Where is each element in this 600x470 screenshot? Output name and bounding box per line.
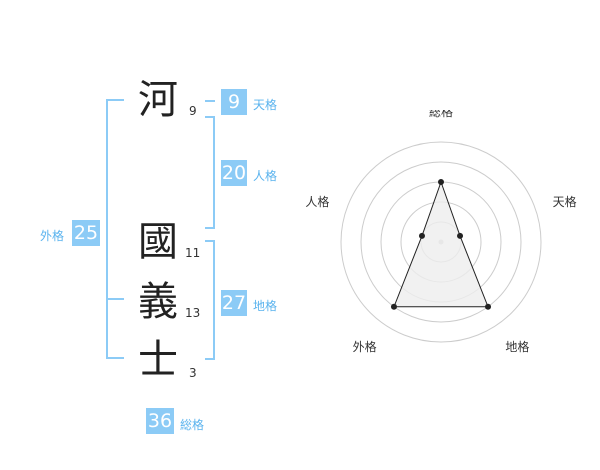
tenkaku-label: 天格 [253, 98, 278, 112]
radar-point [418, 232, 425, 239]
jinkaku-bracket [205, 116, 215, 229]
chikaku-label: 地格 [253, 299, 278, 313]
radar-ring [360, 161, 522, 323]
radar-axis-label: 総格 [429, 110, 453, 119]
radar-polygon-group [390, 179, 492, 310]
stroke-count-4: 3 [189, 366, 197, 380]
radar-point [438, 179, 444, 185]
gaikaku-bracket-mid [106, 298, 124, 300]
tenkaku-value: 9 [221, 89, 247, 115]
gaikaku-bracket [106, 99, 124, 359]
chikaku-value: 27 [221, 290, 247, 316]
radar-ring [340, 141, 542, 343]
radar-axis-label: 外格 [353, 339, 377, 354]
gaikaku-value: 25 [72, 220, 100, 246]
radar-axis-label: 地格 [505, 339, 529, 354]
jinkaku-value: 20 [221, 160, 247, 186]
name-char-1: 河 [138, 77, 178, 123]
gaikaku-label: 外格 [40, 229, 65, 243]
stroke-count-3: 13 [185, 306, 201, 320]
jinkaku-label: 人格 [253, 169, 278, 183]
soukaku-value: 36 [146, 408, 174, 434]
radar-point [457, 232, 464, 239]
soukaku-label: 総格 [180, 418, 205, 432]
name-char-4: 士 [138, 337, 178, 383]
tenkaku-bracket [205, 100, 215, 102]
radar-point [390, 303, 397, 310]
radar-axis-label: 天格 [553, 194, 577, 209]
name-char-2: 國 [138, 219, 178, 265]
radar-axis-label: 人格 [305, 194, 329, 209]
stroke-count-2: 11 [185, 246, 201, 260]
stroke-count-1: 9 [189, 104, 197, 118]
name-char-3: 義 [138, 279, 178, 325]
radar-polygon [393, 180, 489, 308]
chikaku-bracket [205, 240, 215, 360]
radar-point [485, 303, 492, 310]
